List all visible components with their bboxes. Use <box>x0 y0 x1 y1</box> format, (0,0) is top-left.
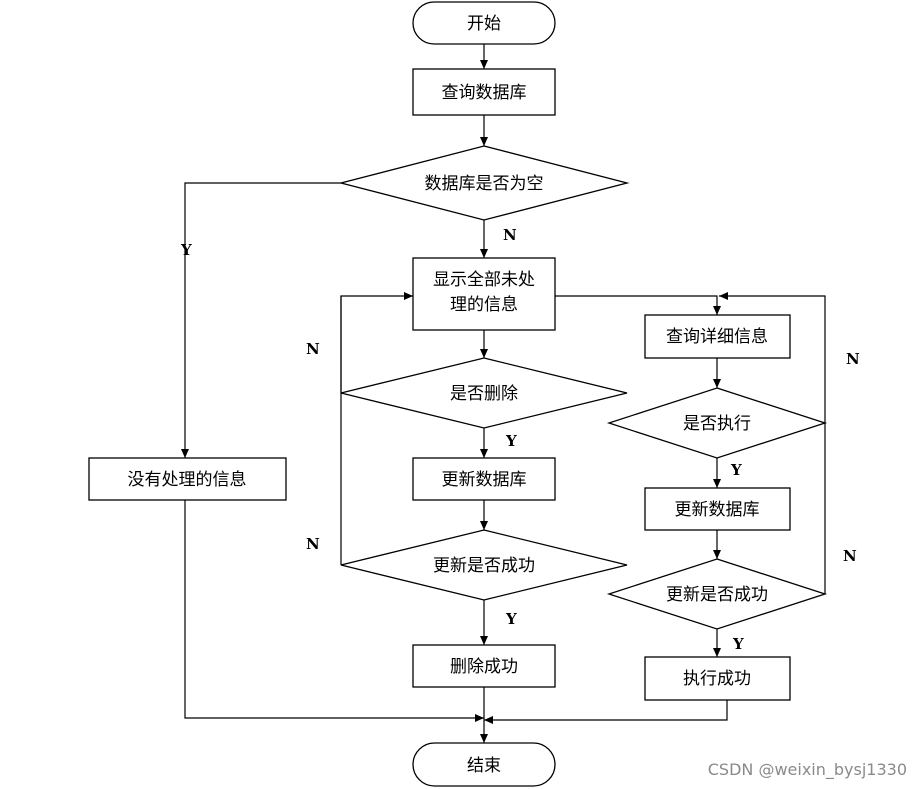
label-delete-yes: Y <box>505 432 517 450</box>
delete-decision: 是否删除 <box>340 357 628 429</box>
start-label: 开始 <box>467 14 501 34</box>
label-execute-no: N <box>846 350 860 368</box>
delete-q-label: 是否删除 <box>450 384 518 404</box>
execute-success-process: 执行成功 <box>644 656 791 701</box>
query-detail-process: 查询详细信息 <box>644 314 791 359</box>
update-db-right-process: 更新数据库 <box>644 487 791 531</box>
query-db-process: 查询数据库 <box>412 68 556 116</box>
execute-q-label: 是否执行 <box>683 414 751 434</box>
edge-execute-success-to-end <box>484 700 728 724</box>
label-empty-yes: Y <box>180 241 192 259</box>
show-unprocessed-process: 显示全部未处 理的信息 <box>412 257 556 331</box>
no-info-label: 没有处理的信息 <box>128 470 247 490</box>
db-empty-label: 数据库是否为空 <box>425 174 544 194</box>
db-empty-decision: 数据库是否为空 <box>338 145 630 221</box>
edge-noinfo-to-end <box>184 500 484 722</box>
update-ok-left-decision: 更新是否成功 <box>340 529 628 601</box>
edge-show-to-detail <box>555 295 721 315</box>
update-db-right-label: 更新数据库 <box>675 500 760 520</box>
edge-execute-no <box>719 292 826 423</box>
show-label-line2: 理的信息 <box>450 295 518 315</box>
label-empty-no: N <box>503 226 517 244</box>
update-ok-right-label: 更新是否成功 <box>666 585 768 605</box>
query-db-label: 查询数据库 <box>442 83 527 103</box>
edge-empty-yes <box>181 182 341 458</box>
start-terminal: 开始 <box>412 1 556 45</box>
update-db-left-process: 更新数据库 <box>412 457 556 501</box>
label-update-right-yes: Y <box>732 635 744 653</box>
show-label-line1: 显示全部未处 <box>433 270 535 290</box>
label-update-left-yes: Y <box>505 610 517 628</box>
label-update-right-no: N <box>843 547 857 565</box>
delete-success-label: 删除成功 <box>450 657 518 677</box>
watermark-text: CSDN @weixin_bysj1330 <box>708 760 907 780</box>
label-execute-yes: Y <box>730 461 742 479</box>
end-label: 结束 <box>467 756 501 776</box>
label-update-left-no: N <box>306 535 320 553</box>
label-delete-no: N <box>306 340 320 358</box>
delete-success-process: 删除成功 <box>412 644 556 688</box>
execute-decision: 是否执行 <box>606 387 828 459</box>
update-ok-right-decision: 更新是否成功 <box>606 558 828 630</box>
update-ok-left-label: 更新是否成功 <box>433 556 535 576</box>
query-detail-label: 查询详细信息 <box>666 327 768 347</box>
no-info-process: 没有处理的信息 <box>88 457 287 501</box>
execute-success-label: 执行成功 <box>683 669 751 689</box>
end-terminal: 结束 <box>412 742 556 787</box>
update-db-left-label: 更新数据库 <box>442 470 527 490</box>
